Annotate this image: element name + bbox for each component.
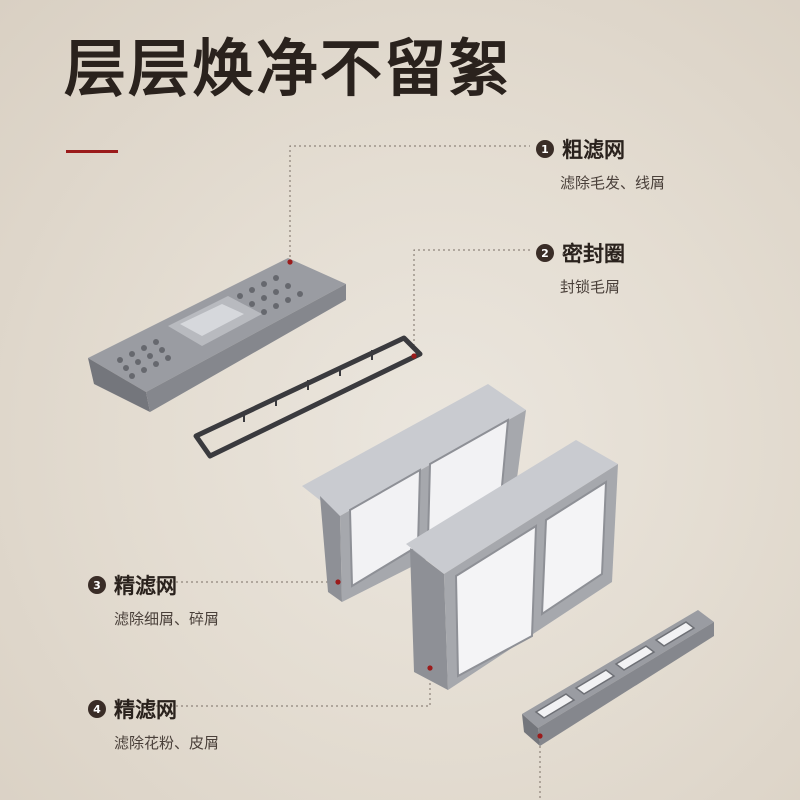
page-title: 层层焕净不留絮: [64, 32, 513, 105]
callout-number-badge: 2: [536, 244, 554, 262]
fine-filter-2-part: [406, 440, 618, 690]
leader-line-1: [289, 145, 530, 262]
callout-fine-filter-1: 3 精滤网 滤除细屑、碎屑: [88, 570, 219, 629]
callout-description: 滤除毛发、线屑: [560, 174, 666, 192]
title-accent-bar: [66, 150, 118, 153]
callout-description: 滤除细屑、碎屑: [114, 610, 220, 628]
strip-filter-part: [522, 610, 714, 746]
callout-name: 精滤网: [114, 698, 177, 722]
leader-line-2: [413, 249, 530, 356]
callout-name: 粗滤网: [562, 138, 625, 162]
callout-seal-ring: 2 密封圈 封锁毛屑: [536, 238, 625, 297]
callout-coarse-filter: 1 粗滤网 滤除毛发、线屑: [536, 134, 665, 193]
callout-number-badge: 4: [88, 700, 106, 718]
callout-name: 精滤网: [114, 574, 177, 598]
coarse-filter-part: [88, 258, 346, 412]
callout-name: 密封圈: [562, 242, 625, 266]
callout-description: 滤除花粉、皮屑: [114, 734, 220, 752]
seal-ring-part: [193, 335, 423, 459]
callout-description: 封锁毛屑: [560, 278, 621, 296]
callout-number-badge: 1: [536, 140, 554, 158]
callout-fine-filter-2: 4 精滤网 滤除花粉、皮屑: [88, 694, 219, 753]
callout-number-badge: 3: [88, 576, 106, 594]
